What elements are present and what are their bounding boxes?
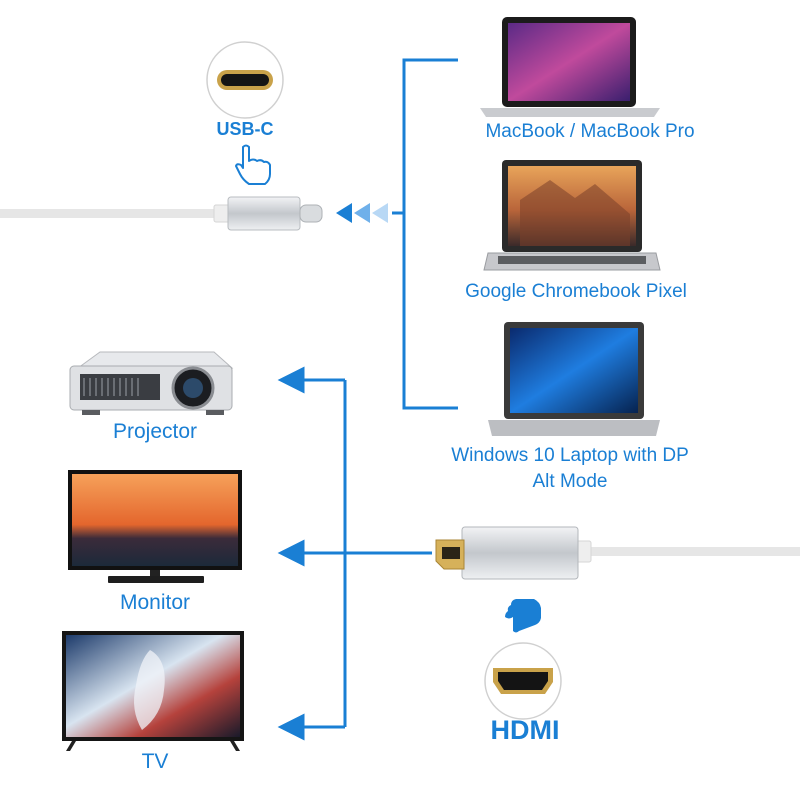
output-bracket	[277, 366, 432, 741]
device-label-chromebook: Google Chromebook Pixel	[465, 281, 687, 302]
device-label-windows-text: Windows 10 Laptop with DP Alt Mode	[451, 445, 689, 492]
display-label-tv: TV	[141, 750, 169, 773]
monitor-icon	[68, 470, 242, 583]
projector-icon	[69, 351, 234, 415]
source-bracket	[392, 58, 458, 410]
usb-c-port-icon	[206, 41, 284, 119]
hdmi-label: HDMI	[490, 715, 560, 745]
hdmi-port-icon	[484, 642, 562, 720]
laptop-icon-windows	[488, 322, 660, 436]
device-label-macbook: MacBook / MacBook Pro	[485, 121, 695, 142]
display-label-projector: Projector	[112, 420, 198, 443]
laptop-icon-macbook	[480, 17, 660, 117]
direction-arrows-icon	[336, 203, 388, 223]
usb-c-label: USB-C	[216, 119, 274, 139]
usb-c-cable	[0, 196, 323, 231]
pointing-hand-icon	[505, 599, 541, 633]
display-label-monitor: Monitor	[119, 591, 191, 614]
pointing-hand-icon	[235, 144, 271, 185]
hdmi-cable	[435, 526, 800, 580]
device-label-windows: Windows 10 Laptop with DP Alt Mode	[420, 443, 720, 495]
laptop-icon-chromebook	[483, 160, 661, 271]
tv-icon	[62, 631, 244, 751]
